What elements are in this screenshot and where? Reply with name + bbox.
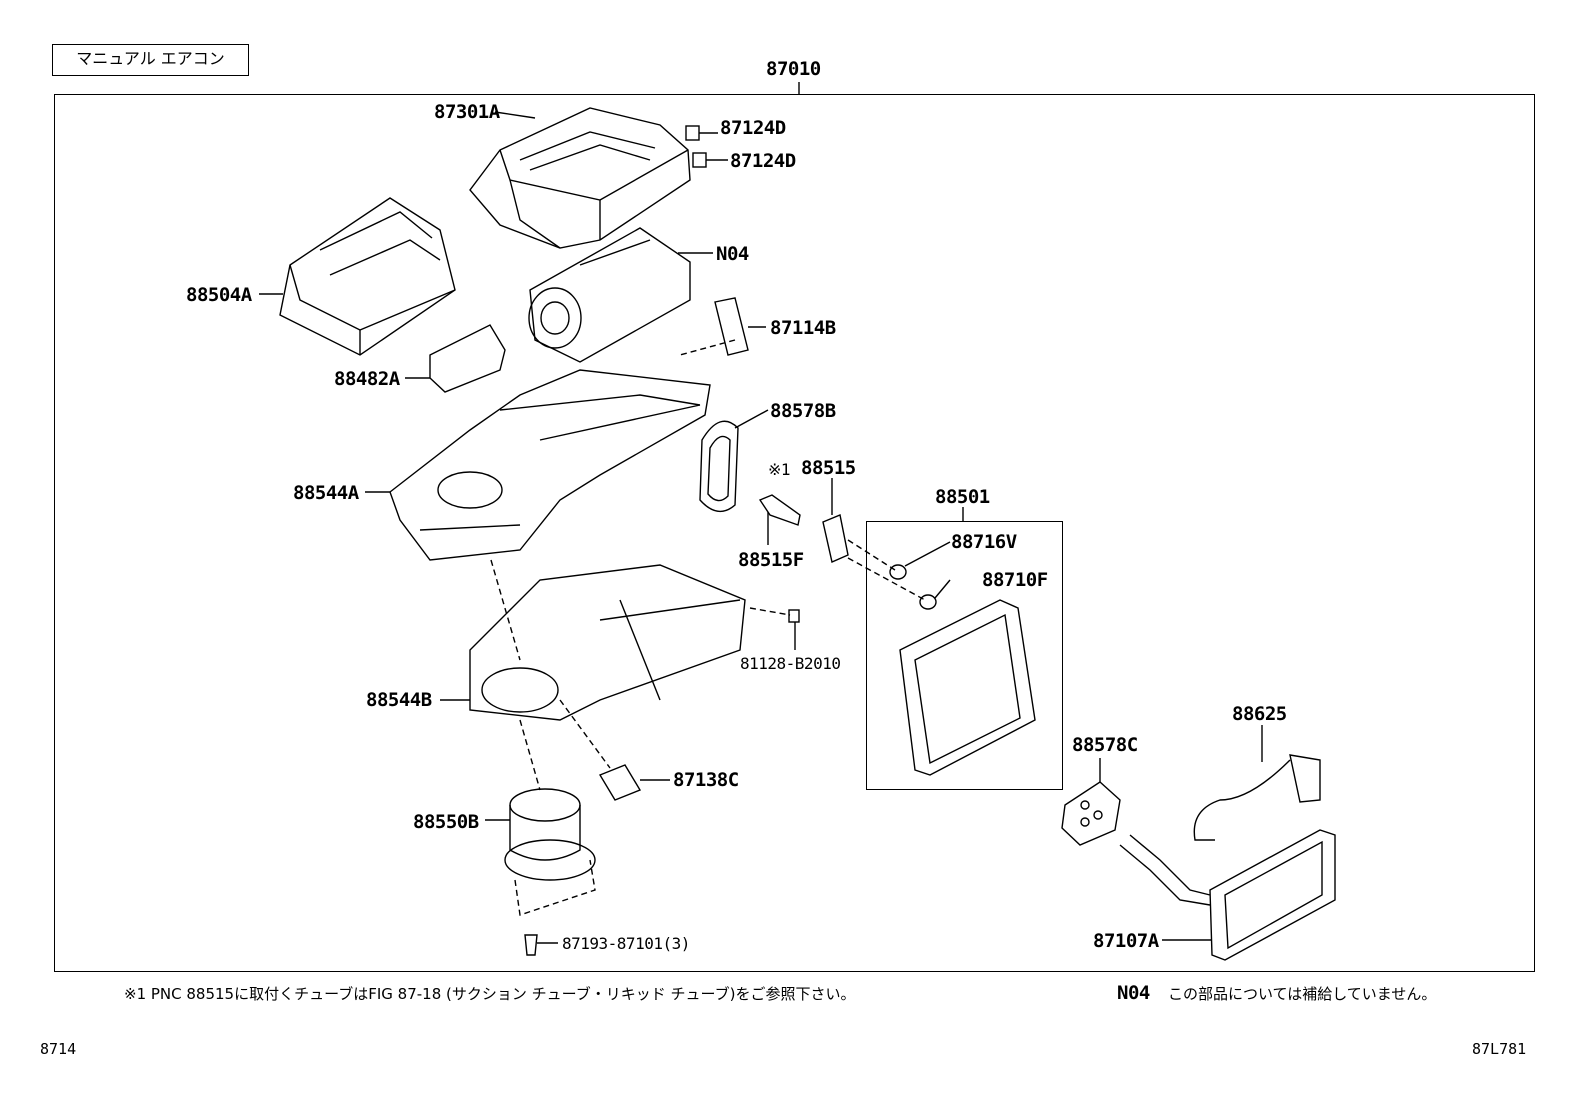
part-label-88504A: 88504A — [186, 284, 252, 306]
upper-housing-shape — [389, 369, 711, 561]
screw-shape — [524, 934, 538, 956]
upper-case-shape — [469, 107, 691, 249]
part-label-87301A: 87301A — [434, 101, 500, 123]
drawing-id: 87L781 — [1472, 1040, 1527, 1058]
thermistor-shape — [1289, 754, 1321, 803]
assembly-number: 87010 — [766, 58, 821, 80]
lower-housing-shape — [469, 564, 746, 721]
part-label-88625: 88625 — [1232, 703, 1287, 725]
part-label-88544A: 88544A — [293, 482, 359, 504]
part-label-88501: 88501 — [935, 486, 990, 508]
part-label-87193-87101: 87193-87101(3) — [562, 934, 690, 953]
footnote-1: ※1 PNC 88515に取付くチューブはFIG 87-18 (サクション チュ… — [124, 985, 856, 1003]
sensor-clip-shape — [788, 609, 800, 623]
part-label-88515: 88515 — [801, 457, 856, 479]
assembly-frame — [54, 94, 1535, 972]
part-label-87114B: 87114B — [770, 317, 836, 339]
part-label-81128-B2010: 81128-B2010 — [740, 654, 841, 673]
part-label-88710F: 88710F — [982, 569, 1048, 591]
part-label-88515F: 88515F — [738, 549, 804, 571]
figure-number: 8714 — [40, 1040, 77, 1058]
part-label-87107A: 87107A — [1093, 930, 1159, 952]
evaporator-shape — [899, 599, 1036, 776]
heater-core-shape — [1119, 829, 1336, 961]
o-ring-2 — [919, 594, 937, 610]
clip-shape-2 — [692, 152, 707, 168]
part-label-88716V: 88716V — [951, 531, 1017, 553]
part-label-N04: N04 — [716, 243, 749, 265]
inlet-case-shape — [279, 197, 456, 356]
bolt-shape — [758, 494, 801, 526]
part-label-88544B: 88544B — [366, 689, 432, 711]
part-label-88578C: 88578C — [1072, 734, 1138, 756]
evaporator-subassembly-box — [866, 521, 1063, 790]
part-label-88550B: 88550B — [413, 811, 479, 833]
filter-shape — [429, 324, 506, 393]
part-label-87124D-1: 87124D — [720, 117, 786, 139]
part-label-87138C: 87138C — [673, 769, 739, 791]
part-label-88482A: 88482A — [334, 368, 400, 390]
o-ring-1 — [889, 564, 907, 580]
footnote-mark-88515: ※1 — [768, 460, 791, 479]
footnote-n04-text: この部品については補給していません。 — [1168, 985, 1437, 1003]
part-label-87124D-2: 87124D — [730, 150, 796, 172]
blower-scroll-shape — [528, 227, 691, 363]
blower-motor-shape — [504, 788, 596, 881]
pad-shape — [1061, 781, 1121, 846]
clip-shape-1 — [685, 125, 700, 141]
expansion-valve-shape — [822, 514, 849, 563]
part-label-88578B: 88578B — [770, 400, 836, 422]
resistor-shape — [598, 764, 642, 801]
plate-shape — [714, 297, 749, 356]
seal-ring-shape — [699, 420, 739, 513]
footnote-n04-code: N04 — [1117, 982, 1150, 1004]
variant-label: マニュアル エアコン — [52, 44, 249, 76]
